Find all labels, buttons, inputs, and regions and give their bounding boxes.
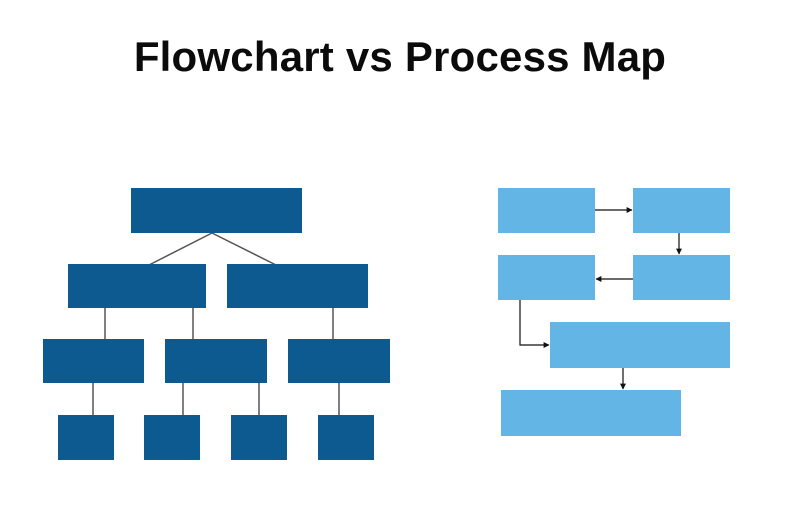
process-step-3-box xyxy=(633,255,730,300)
flowchart-diagram xyxy=(43,188,390,460)
flowchart-level1-box-right xyxy=(227,264,368,308)
flowchart-connectors xyxy=(92,232,340,415)
process-step-1-box xyxy=(498,188,595,233)
flowchart-level2-box-2 xyxy=(165,339,267,383)
process-step-6-box xyxy=(501,390,681,436)
process-map-arrows xyxy=(519,207,682,390)
flowchart-level3-box-1 xyxy=(58,415,114,460)
flowchart-level1-box-left xyxy=(68,264,206,308)
flowchart-level2-box-1 xyxy=(43,339,144,383)
flowchart-level3-box-2 xyxy=(144,415,200,460)
flowchart-level3-box-4 xyxy=(318,415,374,460)
flowchart-root-box xyxy=(131,188,302,233)
flowchart-level2-box-3 xyxy=(288,339,390,383)
process-step-4-box xyxy=(498,255,595,300)
flowchart-level3-box-3 xyxy=(231,415,287,460)
process-map-diagram xyxy=(498,188,730,436)
connector-root-to-right xyxy=(211,232,277,266)
flowchart-boxes xyxy=(43,188,390,460)
process-map-boxes xyxy=(498,188,730,436)
process-step-2-box xyxy=(633,188,730,233)
page-title: Flowchart vs Process Map xyxy=(133,33,667,80)
process-step-5-box xyxy=(550,322,730,368)
connector-root-to-left xyxy=(148,232,213,266)
arrow-step4-to-step5 xyxy=(519,300,550,348)
